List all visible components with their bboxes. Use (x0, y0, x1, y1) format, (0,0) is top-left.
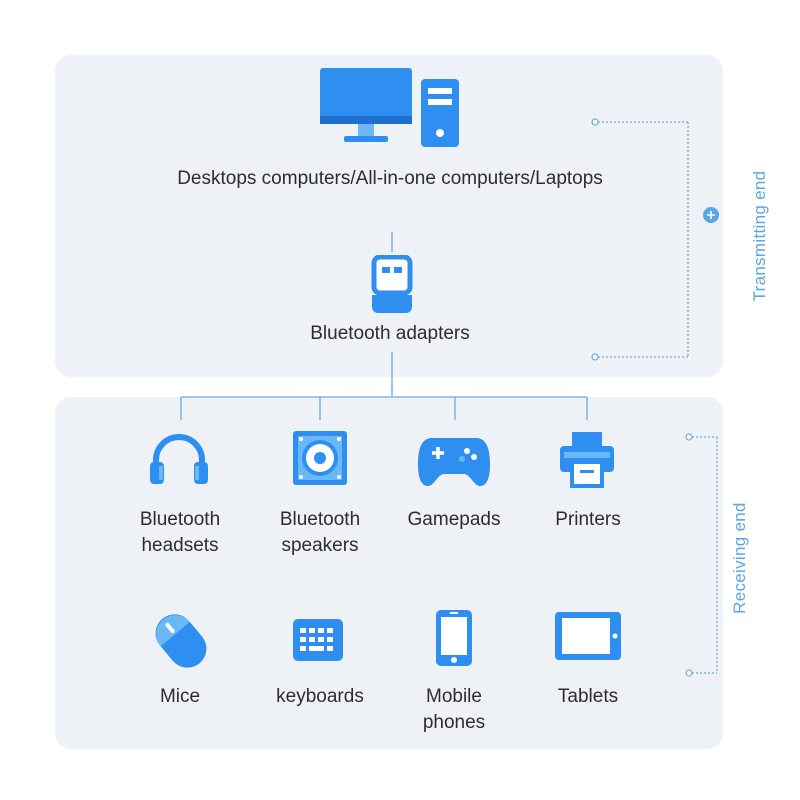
device-label-gamepads: Gamepads (407, 509, 501, 530)
pc-tower-icon (421, 79, 459, 147)
device-label-printers: Printers (555, 509, 621, 530)
monitor-icon (320, 68, 412, 142)
device-label-speakers: Bluetooth speakers (279, 509, 361, 556)
receiving-end-label: Receiving end (730, 502, 749, 614)
speaker-icon (293, 431, 347, 485)
keyboard-icon (293, 619, 343, 661)
phone-icon (436, 610, 472, 666)
device-label-phones: Mobile phones (422, 686, 486, 733)
adapter-label: Bluetooth adapters (310, 323, 470, 344)
device-label-headsets: Bluetooth headsets (139, 509, 221, 556)
device-label-mice: Mice (159, 686, 201, 707)
computers-label: Desktops computers/All-in-one computers/… (177, 168, 603, 189)
printer-icon (560, 432, 614, 488)
gamepad-icon (418, 438, 490, 486)
usb-adapter-icon (371, 255, 413, 313)
plus-icon (703, 207, 719, 223)
device-label-tablets: Tablets (557, 686, 619, 707)
tablet-icon (555, 612, 621, 660)
transmitting-end-label: Transmitting end (750, 170, 769, 302)
device-label-keyboards: keyboards (276, 686, 364, 707)
mouse-icon (155, 614, 207, 668)
headset-icon (150, 434, 208, 484)
